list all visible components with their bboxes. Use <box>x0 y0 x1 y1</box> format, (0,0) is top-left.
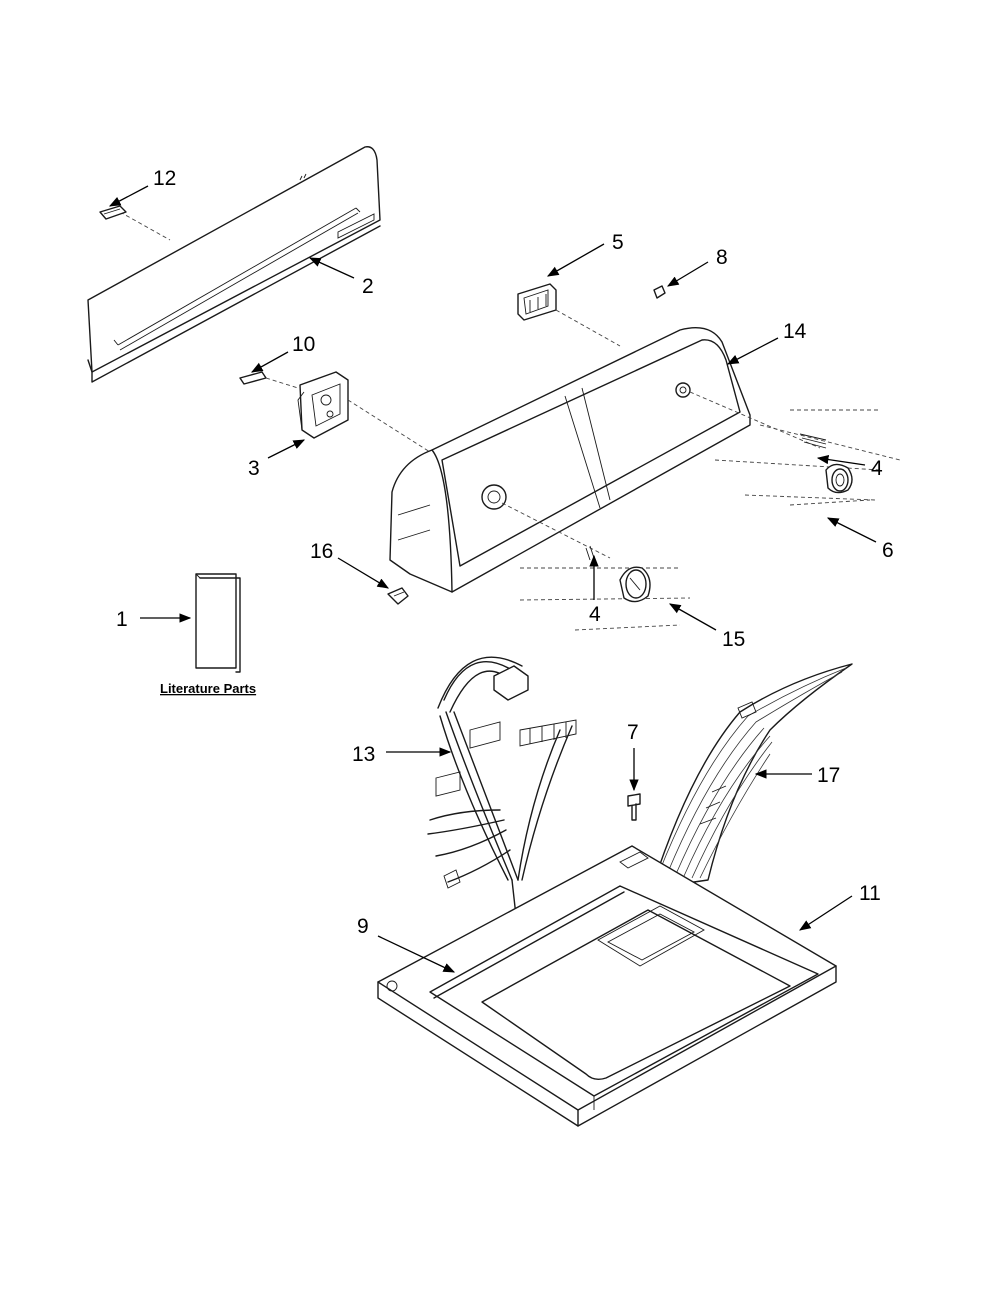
callout-4-center: 4 <box>589 554 601 626</box>
part-literature-booklet <box>195 573 241 673</box>
svg-text:15: 15 <box>722 628 745 651</box>
svg-text:1: 1 <box>116 608 128 631</box>
svg-text:2: 2 <box>362 275 374 298</box>
svg-text:11: 11 <box>859 882 881 905</box>
callout-12: 12 <box>108 167 176 207</box>
callout-9: 9 <box>357 915 456 973</box>
callout-3: 3 <box>248 439 306 480</box>
part-end-cap <box>99 205 127 220</box>
callout-6: 6 <box>826 517 894 562</box>
part-control-module <box>297 371 431 453</box>
callout-11: 11 <box>799 882 881 931</box>
literature-parts-caption: Literature Parts <box>160 681 256 696</box>
part-wire-harness <box>427 656 577 925</box>
svg-text:12: 12 <box>153 167 176 190</box>
svg-text:6: 6 <box>882 539 894 562</box>
callout-10: 10 <box>250 333 315 373</box>
svg-text:9: 9 <box>357 915 369 938</box>
svg-text:16: 16 <box>310 540 333 563</box>
part-clip <box>653 285 666 299</box>
part-knob-right <box>714 409 901 506</box>
part-knob-center <box>519 545 691 631</box>
callout-13: 13 <box>352 743 452 766</box>
callout-16: 16 <box>310 540 390 589</box>
svg-text:8: 8 <box>716 246 728 269</box>
svg-text:5: 5 <box>612 231 624 254</box>
callout-14: 14 <box>726 320 807 365</box>
part-switch <box>517 283 621 347</box>
callout-1: 1 <box>116 608 192 631</box>
part-console-housing <box>389 327 821 593</box>
svg-text:4: 4 <box>871 457 883 480</box>
svg-text:7: 7 <box>627 721 639 744</box>
part-screw <box>627 793 641 821</box>
svg-text:3: 3 <box>248 457 260 480</box>
callout-17: 17 <box>754 764 840 787</box>
part-pin <box>239 371 299 389</box>
svg-text:4: 4 <box>589 603 601 626</box>
part-console-base <box>377 845 837 1127</box>
svg-text:14: 14 <box>783 320 807 343</box>
callout-7: 7 <box>627 721 639 792</box>
svg-text:10: 10 <box>292 333 315 356</box>
part-console-top-panel <box>87 146 381 383</box>
callout-2: 2 <box>308 257 374 298</box>
callout-15: 15 <box>668 603 745 651</box>
svg-text:13: 13 <box>352 743 375 766</box>
callout-5: 5 <box>546 231 624 277</box>
part-ribbon-harness <box>651 663 853 889</box>
callout-4-right: 4 <box>816 454 883 480</box>
part-bracket-clip <box>387 587 409 605</box>
svg-text:17: 17 <box>817 764 840 787</box>
callout-8: 8 <box>666 246 728 287</box>
